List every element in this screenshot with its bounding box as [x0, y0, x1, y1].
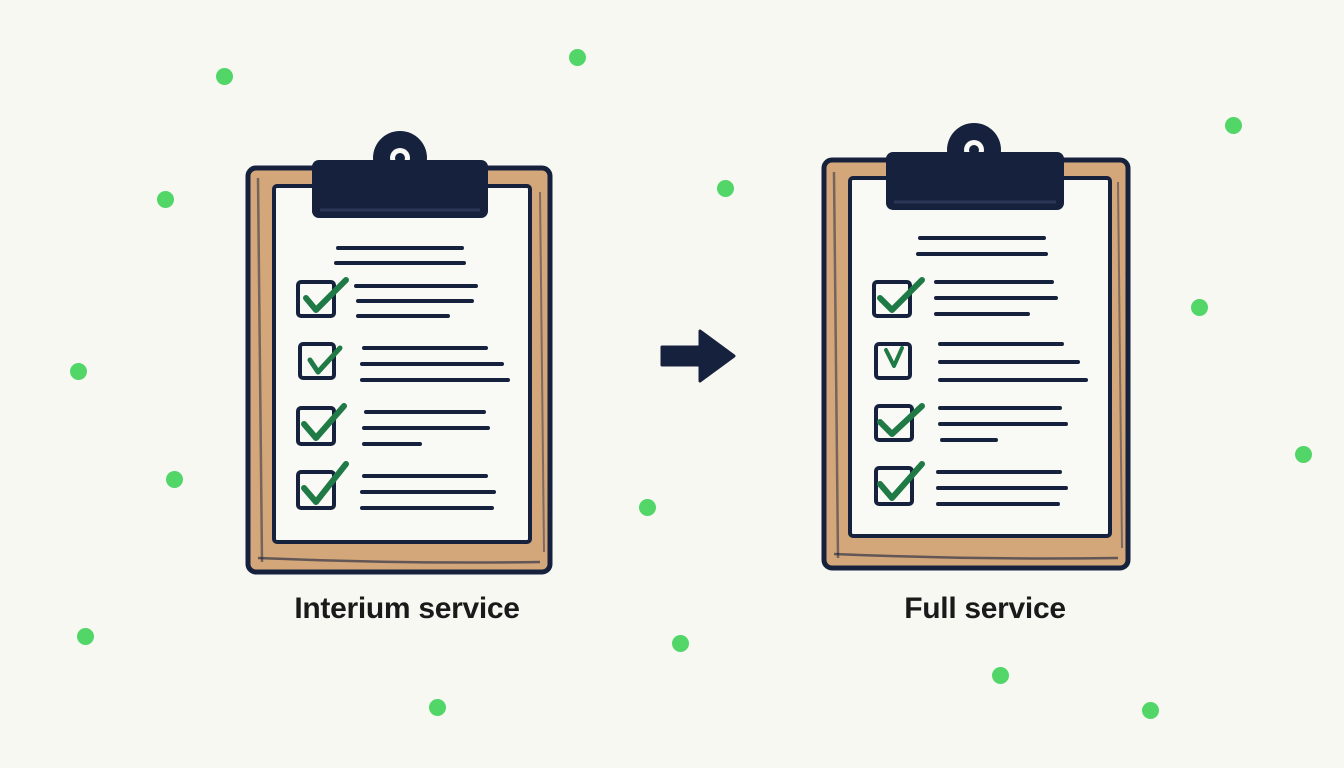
- decor-dot: [672, 635, 689, 652]
- decor-dot: [157, 191, 174, 208]
- decor-dot: [569, 49, 586, 66]
- decor-dot: [992, 667, 1009, 684]
- left-clipboard-icon: [245, 131, 553, 575]
- decor-dot: [216, 68, 233, 85]
- decor-dot: [70, 363, 87, 380]
- decor-dot: [717, 180, 734, 197]
- decor-dot: [429, 699, 446, 716]
- decor-dot: [639, 499, 656, 516]
- decor-dot: [1142, 702, 1159, 719]
- decor-dot: [1295, 446, 1312, 463]
- decor-dot: [1191, 299, 1208, 316]
- left-caption: Interium service: [294, 592, 520, 625]
- right-caption: Full service: [904, 592, 1066, 625]
- decor-dot: [77, 628, 94, 645]
- right-clipboard-icon: [821, 123, 1131, 571]
- decor-dot: [1225, 117, 1242, 134]
- decor-dot: [166, 471, 183, 488]
- right-arrow-icon: [660, 329, 736, 383]
